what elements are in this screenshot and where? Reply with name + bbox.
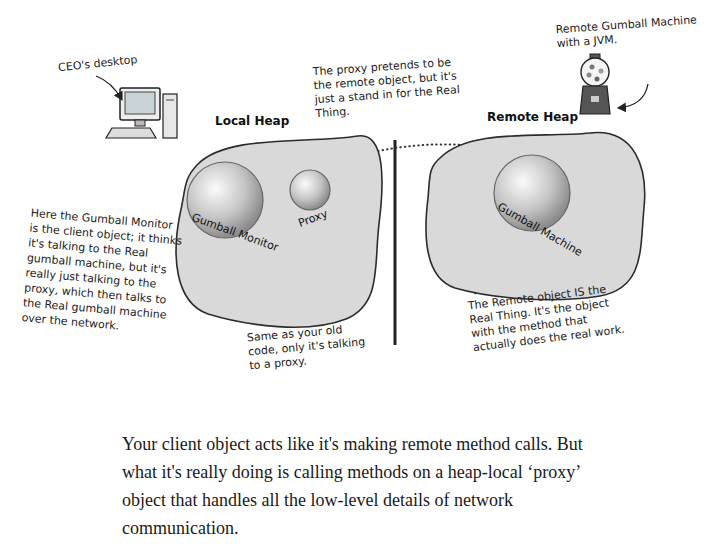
network-divider bbox=[394, 140, 397, 345]
computer-icon bbox=[106, 88, 177, 138]
gumball bbox=[599, 69, 604, 74]
heap-region: Remote HeapGumball Machine bbox=[420, 98, 652, 308]
leader-arrow bbox=[96, 76, 122, 100]
object-sphere bbox=[290, 170, 330, 210]
annotation-note: The proxy pretends to be the remote obje… bbox=[312, 55, 468, 121]
annotation-note: Remote Gumball Machine with a JVM. bbox=[555, 13, 705, 51]
leader-arrow bbox=[618, 84, 648, 108]
heap-heading: Local Heap bbox=[215, 114, 289, 128]
tower-slot bbox=[166, 100, 174, 101]
machine-globe bbox=[581, 58, 609, 86]
figure-caption: Your client object acts like it's making… bbox=[122, 430, 622, 542]
monitor-frame bbox=[120, 88, 160, 120]
heap-blob bbox=[176, 136, 382, 327]
coin-slot bbox=[591, 96, 599, 102]
tower bbox=[163, 94, 177, 138]
circle-outline bbox=[288, 168, 338, 240]
gumball bbox=[587, 73, 592, 78]
annotation-note: CEO's desktop bbox=[58, 51, 159, 75]
heap-heading: Remote Heap bbox=[487, 110, 578, 124]
heap-region: Local HeapGumball Monitor Proxy bbox=[168, 104, 390, 336]
annotation-note: Same as your old code, only it's talking… bbox=[246, 321, 373, 374]
heap-blob bbox=[426, 133, 645, 300]
monitor-stand bbox=[135, 120, 145, 126]
gumball bbox=[590, 65, 595, 70]
monitor-screen bbox=[125, 92, 155, 114]
object-circle: Proxy bbox=[288, 168, 338, 240]
object-circle: Gumball Machine bbox=[488, 155, 592, 265]
object-name: Proxy bbox=[297, 207, 330, 230]
machine-base bbox=[580, 86, 610, 114]
object-circle: Gumball Monitor bbox=[185, 160, 285, 264]
keyboard bbox=[106, 128, 156, 138]
annotation-note: Here the Gumball Monitor is the client o… bbox=[21, 206, 185, 339]
gumball-machine-icon bbox=[580, 54, 610, 114]
gumball bbox=[595, 77, 600, 82]
